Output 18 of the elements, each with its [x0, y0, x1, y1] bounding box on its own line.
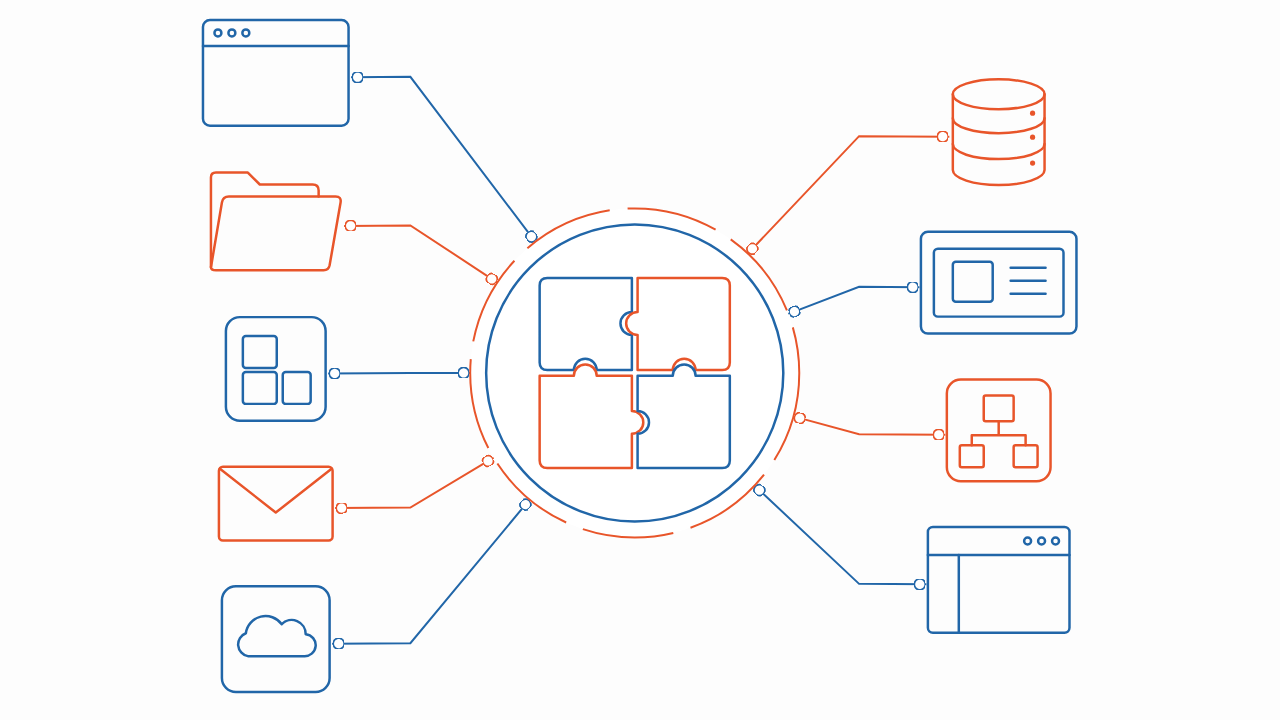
- connector-line: [753, 483, 928, 591]
- puzzle-circle: [469, 207, 801, 539]
- connector-line: [334, 454, 495, 515]
- cloud-icon: [220, 584, 332, 695]
- browser-window-icon: [201, 18, 351, 128]
- connector-line: [350, 70, 539, 243]
- org-chart-icon: [945, 377, 1053, 484]
- connector-line: [331, 498, 533, 650]
- folder-icon: [208, 169, 344, 274]
- connector-line: [746, 130, 951, 256]
- database-icon: [949, 76, 1049, 188]
- connector-line: [343, 219, 499, 286]
- envelope-icon: [217, 464, 335, 543]
- app-window-icon: [926, 525, 1072, 635]
- app-grid-icon: [224, 315, 328, 423]
- id-card-icon: [919, 229, 1079, 336]
- connector-line: [787, 280, 921, 318]
- connector-line: [792, 411, 947, 442]
